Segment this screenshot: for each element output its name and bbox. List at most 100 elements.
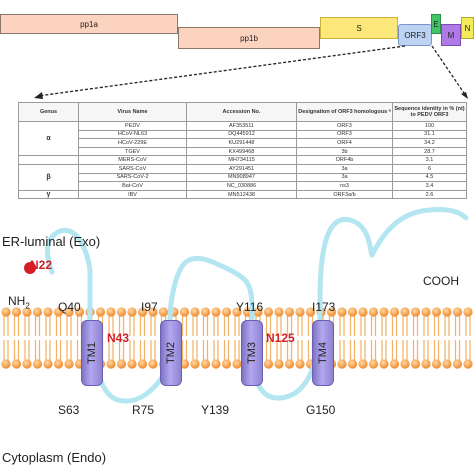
- lipid-head: [158, 307, 169, 317]
- lipid-head: [379, 359, 389, 369]
- orf3-gene: ORF3: [398, 24, 432, 46]
- table-cell: Bat-CoV: [78, 181, 187, 191]
- tm1-helix: TM1: [81, 320, 103, 386]
- lipid-head: [137, 307, 148, 317]
- lipid-head: [221, 359, 232, 369]
- lipid-head: [421, 307, 431, 317]
- lipid-head: [74, 307, 85, 317]
- table-cell: 3a: [296, 172, 393, 183]
- table-cell: KX499468: [186, 146, 297, 157]
- tm3-label: TM3: [246, 342, 258, 364]
- lipid-head: [53, 307, 64, 317]
- col-designation: Designation of ORF3 homologous ᵃ: [296, 102, 393, 122]
- n-terminus-text: NH: [8, 294, 26, 308]
- lipid-head: [274, 359, 284, 369]
- lipid-head: [211, 359, 221, 369]
- callout-line-left: [37, 45, 406, 97]
- table-cell: 3.4: [392, 181, 467, 191]
- residue-r75: R75: [132, 403, 155, 417]
- table-cell: HCoV-229E: [78, 138, 187, 148]
- table-cell: 2.6: [392, 189, 467, 200]
- col-accession: Accession No.: [186, 102, 297, 122]
- lipid-head: [190, 307, 200, 317]
- lipid-head: [1, 359, 11, 369]
- col-identity: Sequence identity in % (nt) to PEDV ORF3: [392, 102, 467, 122]
- lipid-head: [274, 307, 284, 317]
- col-virus-name: Virus Name: [78, 102, 187, 122]
- residue-g150: G150: [306, 403, 336, 417]
- lipid-head: [431, 359, 442, 369]
- lipid-head: [368, 307, 379, 317]
- s-label: S: [356, 23, 362, 33]
- table-cell: ns3: [296, 181, 393, 191]
- lipid-head: [400, 307, 410, 317]
- lipid-head: [410, 307, 421, 317]
- lipid-head: [179, 307, 190, 317]
- lipid-head: [379, 307, 389, 317]
- cooh-label: COOH: [423, 274, 459, 288]
- table-cell: 3a: [296, 163, 393, 174]
- residue-i173: I173: [312, 300, 336, 314]
- lipid-head: [358, 359, 368, 369]
- pp1b-label: pp1b: [240, 33, 258, 43]
- lipid-head: [305, 307, 316, 317]
- table-cell: 34.2: [392, 138, 467, 148]
- n-terminus-label: NH2: [8, 294, 30, 310]
- lipid-head: [431, 307, 442, 317]
- protein-chain: [45, 216, 375, 404]
- col-genus: Genus: [18, 102, 79, 122]
- lipid-head: [400, 359, 410, 369]
- orf3-label: ORF3: [404, 30, 426, 40]
- table-cell: AF353511: [186, 121, 297, 131]
- n43-label: N43: [107, 331, 130, 345]
- table-cell: SARS-CoV-2: [78, 172, 187, 183]
- m-label: M: [447, 30, 455, 40]
- zoom-callout: [34, 45, 468, 99]
- n-terminus-sub: 2: [25, 301, 30, 311]
- lipid-head: [263, 307, 274, 317]
- lipid-head: [1, 307, 11, 317]
- n125-label: N125: [266, 331, 295, 345]
- lipid-head: [232, 307, 242, 317]
- table-cell: 100: [392, 121, 467, 131]
- lipid-head: [43, 359, 53, 369]
- lipid-head: [127, 307, 137, 317]
- lipid-head: [148, 307, 158, 317]
- table-cell: MN512438: [186, 189, 297, 200]
- lipid-head: [232, 359, 242, 369]
- lipid-head: [179, 359, 190, 369]
- residue-y116: Y116: [236, 300, 264, 314]
- lipid-head: [148, 359, 158, 369]
- tm4-helix: TM4: [312, 320, 334, 386]
- s-gene: S: [320, 17, 398, 39]
- pp1a-gene: pp1a: [0, 14, 178, 34]
- table-cell: NC_030886: [186, 181, 297, 191]
- lipid-head: [64, 359, 74, 369]
- lipid-head: [410, 359, 421, 369]
- table-cell: 3.1: [392, 155, 467, 165]
- lipid-head: [116, 307, 127, 317]
- lipid-head: [53, 359, 64, 369]
- genus-cell: β: [18, 163, 79, 191]
- table-cell: MH734115: [186, 155, 297, 165]
- lipid-head: [253, 307, 263, 317]
- table-cell: ORF4: [296, 138, 393, 148]
- callout-arrow-left: [34, 92, 43, 99]
- lipid-head: [389, 359, 400, 369]
- lipid-head: [43, 307, 53, 317]
- lipid-head: [463, 307, 473, 317]
- table-cell: ORF3: [296, 129, 393, 140]
- lipid-head: [337, 307, 347, 317]
- residue-s63: S63: [58, 403, 80, 417]
- lipid-head: [11, 307, 22, 317]
- lipid-head: [64, 307, 74, 317]
- table-cell: 3b: [296, 146, 393, 157]
- table-header-row: Genus Virus Name Accession No. Designati…: [18, 102, 467, 122]
- pp1b-gene: pp1b: [178, 27, 320, 49]
